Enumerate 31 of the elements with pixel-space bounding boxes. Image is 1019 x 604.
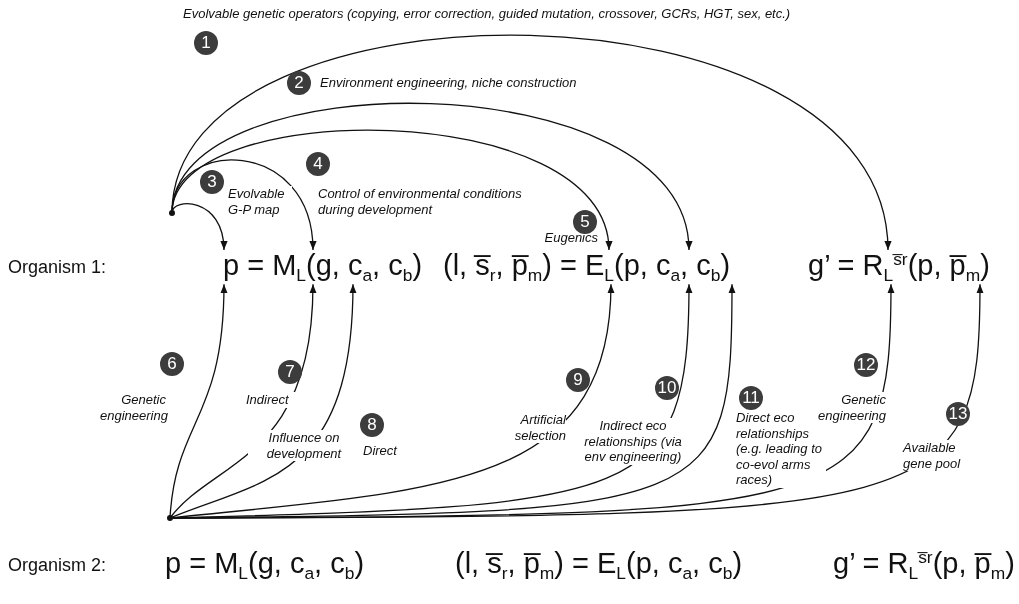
equation: (l, s̅$_{r}$, p̅$_{m}$) = E$_{L}$(p, c$_{a}$, c$_{b}$) bbox=[443, 250, 731, 285]
arrow bbox=[171, 130, 611, 251]
arrow bbox=[171, 102, 691, 251]
equation: p = M$_{L}$(g, c$_{a}$, c$_{b}$) bbox=[223, 250, 423, 285]
junction-dot bbox=[167, 515, 173, 521]
callout-number: 13 bbox=[946, 402, 970, 426]
callout-number: 6 bbox=[160, 352, 184, 376]
edge-label: Indirect eco relationships (via env engineering) bbox=[582, 418, 684, 465]
arrow bbox=[171, 34, 890, 251]
callout-number: 10 bbox=[655, 376, 679, 400]
callout-number: 11 bbox=[739, 386, 763, 410]
row-label: Organism 2: bbox=[8, 555, 107, 576]
callout-number: 12 bbox=[854, 353, 878, 377]
row-label: Organism 1: bbox=[8, 257, 107, 278]
equation: (l, s̅$_{r}$, p̅$_{m}$) = E$_{L}$(p, c$_{a}$, c$_{b}$) bbox=[455, 548, 743, 583]
arrow bbox=[171, 159, 316, 251]
callout-number: 3 bbox=[200, 170, 224, 194]
equation: g’ = R$_{L}$$^{s̅r}$(p, p̅$_{m}$) bbox=[808, 250, 990, 285]
callout-number: 4 bbox=[306, 152, 330, 176]
junction-dot bbox=[169, 210, 175, 216]
edge-label: Genetic engineering bbox=[100, 392, 166, 424]
callout-number: 1 bbox=[194, 31, 218, 55]
callout-number: 2 bbox=[287, 71, 311, 95]
callout-number: 5 bbox=[573, 210, 597, 234]
callout-number: 9 bbox=[566, 368, 590, 392]
callout-number: 8 bbox=[360, 413, 384, 437]
equation: g’ = R$_{L}$$^{s̅r}$(p, p̅$_{m}$) bbox=[833, 548, 1015, 583]
edge-label: Evolvable G-P map bbox=[228, 186, 292, 218]
callout-number: 7 bbox=[278, 360, 302, 384]
equation: p = M$_{L}$(g, c$_{a}$, c$_{b}$) bbox=[165, 548, 365, 583]
arrow bbox=[171, 203, 227, 251]
